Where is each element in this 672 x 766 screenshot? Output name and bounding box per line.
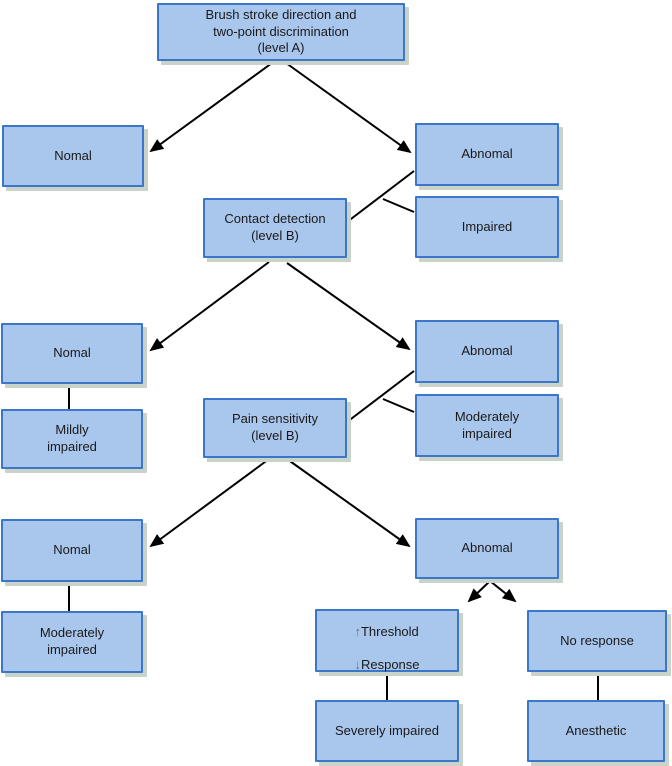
connector-arrow [149, 261, 270, 352]
connector-line [382, 398, 415, 413]
node-label: Nomal [53, 345, 91, 361]
node-row2-normal: Nomal [1, 323, 143, 384]
node-label: Mildly impaired [47, 422, 97, 454]
node-label: ↑Threshold ↓Response [354, 607, 419, 674]
node-label: Brush stroke direction and two-point dis… [205, 7, 357, 56]
threshold-line: ↑Threshold [354, 623, 419, 639]
connector-line [346, 170, 415, 223]
connector-arrow [286, 262, 411, 351]
node-label: Severely impaired [334, 722, 440, 738]
node-row3-abnormal: Abnomal [415, 518, 559, 579]
node-threshold-response: ↑Threshold ↓Response [315, 609, 459, 672]
node-no-response: No response [527, 610, 667, 672]
node-label: Moderately impaired [454, 408, 520, 441]
connector-arrow [149, 62, 273, 153]
node-label: Abnomal [461, 343, 513, 359]
connector-arrow [286, 458, 411, 548]
connector-arrow [489, 580, 517, 603]
node-severely-impaired: Severely impaired [315, 700, 459, 762]
node-label: Moderately impaired [39, 625, 105, 657]
node-label: Nomal [53, 542, 91, 558]
node-row2-moderately-impaired: Moderately impaired [415, 394, 559, 457]
connector-line [346, 370, 415, 423]
node-row3-normal: Nomal [1, 519, 143, 582]
connector-arrow [149, 458, 270, 548]
node-row1-abnormal: Abnomal [415, 123, 559, 186]
node-label: Abnomal [461, 540, 513, 556]
node-label: Anesthetic [565, 722, 627, 738]
node-label: Contact detection (level B) [224, 211, 326, 243]
up-arrow-icon: ↑ [354, 623, 361, 639]
node-label: Pain sensitivity (level B) [232, 411, 318, 443]
node-label: Nomal [54, 147, 92, 163]
node-label: Impaired [461, 218, 513, 234]
node-row1-impaired: Impaired [415, 196, 559, 258]
connector-arrow [467, 580, 491, 603]
node-pain-sensitivity: Pain sensitivity (level B) [203, 398, 347, 458]
down-arrow-icon: ↓ [354, 657, 361, 673]
connector-line [382, 198, 415, 213]
connector-arrow [285, 62, 412, 154]
node-label: No response [560, 632, 634, 648]
node-label: Abnomal [461, 146, 513, 162]
node-anesthetic: Anesthetic [527, 700, 665, 762]
node-contact-detection: Contact detection (level B) [203, 198, 347, 258]
node-row2-abnormal: Abnomal [415, 320, 559, 383]
node-row3-moderately-impaired: Moderately impaired [1, 611, 143, 673]
node-row1-normal: Nomal [2, 125, 144, 187]
response-line: ↓Response [354, 657, 420, 673]
node-mildly-impaired: Mildly impaired [1, 409, 143, 469]
node-level-a: Brush stroke direction and two-point dis… [157, 3, 405, 61]
